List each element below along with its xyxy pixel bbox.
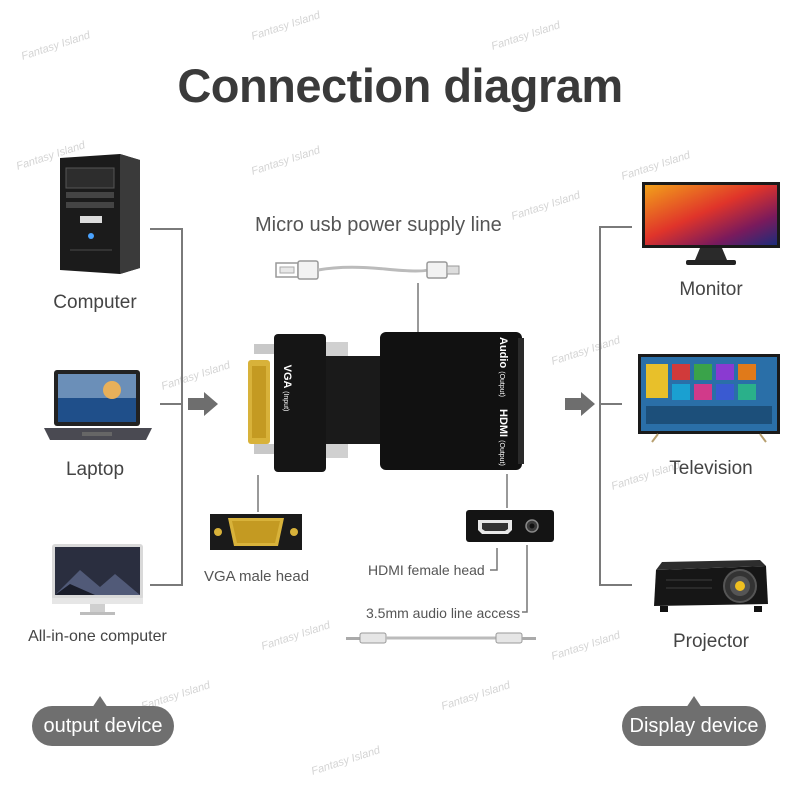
micro-usb-cable-icon [275,260,460,280]
hdmi-female-head-icon [466,510,554,542]
device-label-laptop: Laptop [65,459,125,480]
laptop-icon [44,370,152,440]
device-label-all-in-one: All-in-one computer [28,628,167,645]
page-title: Connection diagram [177,59,623,112]
hdmi-callout-label: HDMI female head [368,562,485,578]
vga-callout-label: VGA male head [204,568,310,585]
all-in-one-icon [52,544,143,615]
audio-cable-icon [346,632,536,644]
arrow-right-icon [565,392,595,416]
device-label-television: Television [669,458,753,479]
display-device-badge: Display device [622,706,766,746]
television-icon [638,354,780,443]
badge-left-pointer [92,696,108,708]
projector-icon [654,560,768,612]
device-label-monitor: Monitor [679,279,743,300]
vga-to-hdmi-adapter [248,332,524,472]
device-label-computer: Computer [53,292,137,313]
device-label-projector: Projector [672,631,750,652]
arrow-right-icon [188,392,218,416]
badge-right-pointer [686,696,702,708]
vga-male-head-icon [210,514,302,550]
monitor-icon [642,182,780,265]
output-device-badge: output device [32,706,174,746]
power-line-label: Micro usb power supply line [255,214,502,236]
audio-callout-label: 3.5mm audio line access [366,605,521,621]
desktop-tower-icon [60,154,140,274]
